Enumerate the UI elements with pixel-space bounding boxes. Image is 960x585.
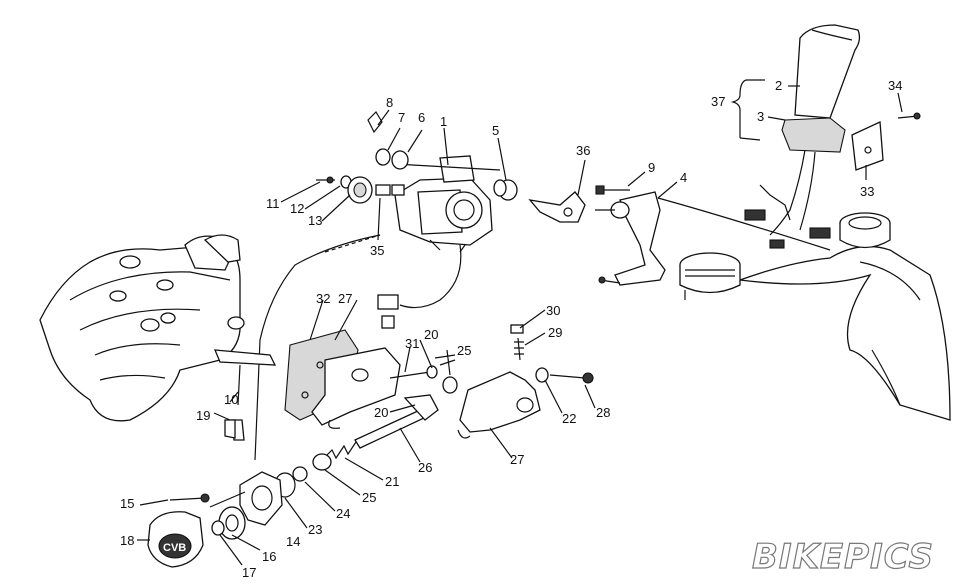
clip-part-19 xyxy=(224,419,236,439)
callout-4: 4 xyxy=(680,170,687,185)
callout-24: 24 xyxy=(336,506,350,521)
callout-10: 10 xyxy=(224,392,238,407)
ring-part-24 xyxy=(292,466,308,482)
cap-part-13 xyxy=(347,176,373,204)
fuel-filler-cap xyxy=(839,212,891,249)
callout-16: 16 xyxy=(262,549,276,564)
callout-labels: 1 2 3 4 5 6 7 8 9 10 11 12 13 14 15 16 1… xyxy=(120,78,902,580)
cover-part-14 xyxy=(239,471,283,526)
seat-pad-part-2 xyxy=(794,24,861,119)
callout-3: 3 xyxy=(757,109,764,124)
callout-25-b: 25 xyxy=(457,343,471,358)
fuel-tank-cap-ring xyxy=(679,252,741,294)
callout-9: 9 xyxy=(648,160,655,175)
callout-6: 6 xyxy=(418,110,425,125)
callout-8: 8 xyxy=(386,95,393,110)
callout-28: 28 xyxy=(596,405,610,420)
callout-33: 33 xyxy=(860,184,874,199)
shaft-part-26 xyxy=(354,394,439,449)
washer-part-7 xyxy=(375,148,391,166)
throttle-cable xyxy=(254,234,381,461)
callout-27-a: 27 xyxy=(338,291,352,306)
callout-19: 19 xyxy=(196,408,210,423)
leader-lines xyxy=(137,79,903,566)
callout-20-b: 20 xyxy=(374,405,388,420)
lever-part-27-upper xyxy=(311,347,401,429)
callout-32: 32 xyxy=(316,291,330,306)
callout-12: 12 xyxy=(290,201,304,216)
callout-1: 1 xyxy=(440,114,447,129)
bushing-part-5 xyxy=(493,179,518,201)
spring-part-21 xyxy=(319,441,357,463)
callout-17: 17 xyxy=(242,565,256,580)
washer-part-22 xyxy=(535,367,549,383)
callout-2: 2 xyxy=(775,78,782,93)
pin-part-29 xyxy=(514,337,524,361)
callout-30: 30 xyxy=(546,303,560,318)
bushing-part-20-upper xyxy=(442,376,458,394)
wiring-harness xyxy=(744,149,831,249)
washer-part-17 xyxy=(211,520,225,536)
screw-part-11 xyxy=(316,176,335,184)
carb-cable-down xyxy=(399,244,462,309)
cap-part-30 xyxy=(510,324,524,334)
callout-13: 13 xyxy=(308,213,322,228)
callout-7: 7 xyxy=(398,110,405,125)
callout-11: 11 xyxy=(266,196,280,211)
cable-connector xyxy=(377,294,399,329)
callout-21: 21 xyxy=(385,474,399,489)
bushing-part-25-lower xyxy=(312,453,332,471)
bikepics-watermark: BIKEPICS xyxy=(752,537,934,577)
seat-base-part-3 xyxy=(781,117,846,153)
callout-34: 34 xyxy=(888,78,902,93)
lever-part-27-lower xyxy=(457,371,541,439)
bolt-part-31 xyxy=(389,365,438,379)
bracket-part-33 xyxy=(851,121,884,171)
cylinder-head xyxy=(39,234,245,422)
bolt-part-28 xyxy=(549,372,594,384)
callout-25-a: 25 xyxy=(362,490,376,505)
carb-spindle xyxy=(375,163,501,196)
clip-part-8 xyxy=(367,111,383,134)
callout-15: 15 xyxy=(120,496,134,511)
fuel-tank-body xyxy=(739,245,951,421)
screw-part-34 xyxy=(897,112,921,120)
bracket-part-4 xyxy=(595,191,666,286)
sensor-stamp: CVB xyxy=(163,542,186,554)
callout-22: 22 xyxy=(562,411,576,426)
callout-5: 5 xyxy=(492,123,499,138)
bolt-part-9 xyxy=(595,185,630,195)
washer-part-6 xyxy=(391,150,409,170)
callout-37: 37 xyxy=(711,94,725,109)
screw-part-15 xyxy=(169,493,210,503)
callout-23: 23 xyxy=(308,522,322,537)
callout-35: 35 xyxy=(370,243,384,258)
throttle-cable-dashed xyxy=(324,234,381,253)
spring-part-25-upper xyxy=(434,354,456,359)
callout-20-a: 20 xyxy=(424,327,438,342)
callout-18: 18 xyxy=(120,533,134,548)
callout-14: 14 xyxy=(286,534,300,549)
callout-31: 31 xyxy=(405,336,419,351)
callout-29: 29 xyxy=(548,325,562,340)
lever-part-36 xyxy=(528,191,586,223)
callout-36: 36 xyxy=(576,143,590,158)
carburettor-body xyxy=(394,155,493,253)
sensor-part-18: CVB xyxy=(147,511,204,568)
callout-26: 26 xyxy=(418,460,432,475)
callout-27-b: 27 xyxy=(510,452,524,467)
